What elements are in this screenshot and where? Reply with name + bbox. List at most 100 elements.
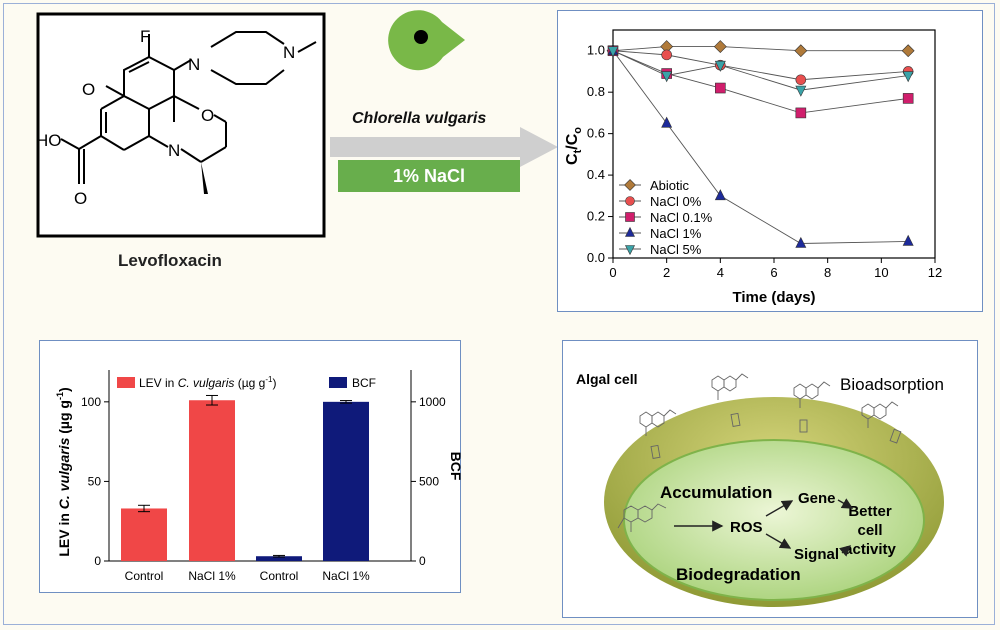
molecule-name: Levofloxacin [118,251,222,270]
biodegradation-label: Biodegradation [676,565,801,584]
data-point [715,82,726,94]
atom-o-ring: O [201,106,214,125]
series-line [612,50,909,81]
data-point [713,40,727,54]
arrow-to-signal [765,533,792,549]
legend-entry: NaCl 0% [650,194,702,209]
data-point [902,93,914,104]
data-point [607,46,619,58]
data-point [901,44,915,58]
molecule-frame [36,12,326,238]
x-tick-label: 6 [770,265,777,280]
adsorbed-molecules-icon [617,373,902,532]
data-point [625,196,635,206]
ros-label: ROS [730,519,763,536]
bars-group: Control NaCl 1% Control NaCl 1% [121,394,370,583]
atom-n-methyl: N [283,43,295,62]
category-label: NaCl 1% [188,569,236,583]
x-tick-label: 8 [824,265,831,280]
category-label: Control [260,569,299,583]
data-point [795,236,807,248]
x-tick-label: 12 [928,265,942,280]
organism-label: Chlorella vulgaris [352,110,487,127]
x-tick-label: 2 [663,265,670,280]
algal-cell-label: Algal cell [576,371,637,387]
process-graphic [330,10,558,167]
atom-o-acid: O [74,189,87,208]
series-line [612,46,909,52]
pathway-arrows [674,498,854,557]
y-tick-label: 0.8 [587,84,605,99]
legend-entry: Abiotic [650,178,690,193]
gene-label: Gene [798,490,836,507]
line-chart-panel [557,10,983,312]
data-point [625,245,635,256]
arrow-signal-to-outcome [838,545,852,557]
atom-n-piperazine: N [188,55,200,74]
legend-entry: NaCl 0.1% [650,210,713,225]
data-point [625,226,635,237]
data-point [714,189,726,201]
accumulation-label: Accumulation [660,483,772,502]
bar-y-left-label: LEV in C. vulgaris (µg g-1) [55,387,72,556]
atom-o-ketone: O [82,80,95,99]
condition-badge: 1% NaCl [338,160,520,192]
legend-entry: NaCl 5% [650,242,702,257]
y-tick-label: 1.0 [587,43,605,58]
process-arrow-icon [330,127,558,167]
signal-label: Signal [794,546,839,563]
x-tick-label: 10 [874,265,888,280]
right-tick-label: 0 [419,554,426,568]
y-tick-label: 0.4 [587,167,605,182]
outcome-line3: activity [844,541,896,558]
bar [256,556,302,561]
arrow-to-gene [765,500,794,517]
y-tick-label: 0.0 [587,250,605,265]
x-ticks: 0 2 4 6 8 10 12 [609,258,942,280]
arrow-gene-to-outcome [837,498,854,509]
bar [121,508,167,561]
legend-swatch-lev [117,377,135,388]
right-tick-label: 1000 [419,395,446,409]
category-label: Control [125,569,164,583]
data-point [625,212,635,222]
right-tick-label: 500 [419,474,439,488]
series-line [612,50,909,91]
data-point [795,107,807,119]
outcome-line2: cell [857,522,882,539]
series-group [606,40,915,248]
data-point [794,44,808,58]
bar-y-right-label: BCF [448,452,461,481]
cell-cytoplasm [623,439,925,601]
atom-n-ring: N [168,141,180,160]
atom-ho: HO [36,131,62,150]
bond-lines [60,31,317,184]
left-tick-label: 50 [88,474,102,488]
left-tick-label: 0 [94,554,101,568]
bar [323,401,369,561]
data-point [714,60,726,72]
y-ticks: 0.00.20.40.60.81.0 [587,43,613,265]
x-tick-label: 0 [609,265,616,280]
data-point [661,49,672,61]
x-tick-label: 4 [717,265,724,280]
data-point [795,74,807,86]
y-tick-label: 0.2 [587,209,605,224]
category-label: NaCl 1% [322,569,370,583]
bar-legend: LEV in C. vulgaris (µg g-1) BCF [117,375,376,390]
molecule-panel: F N N O HO O N O [36,12,326,238]
data-point [661,116,673,128]
legend-swatch-bcf [329,377,347,388]
y-axis-label: Ct/Co [564,127,584,165]
data-point [795,85,807,97]
bioadsorption-label: Bioadsorption [840,375,944,394]
data-point [661,71,673,83]
mechanism-diagram: Algal cell Bioadsorption Accumulation RO… [576,371,944,607]
data-point [624,179,636,191]
outcome-line1: Better [848,503,892,520]
levofloxacin-structure: F N N O HO O N O [36,12,326,238]
